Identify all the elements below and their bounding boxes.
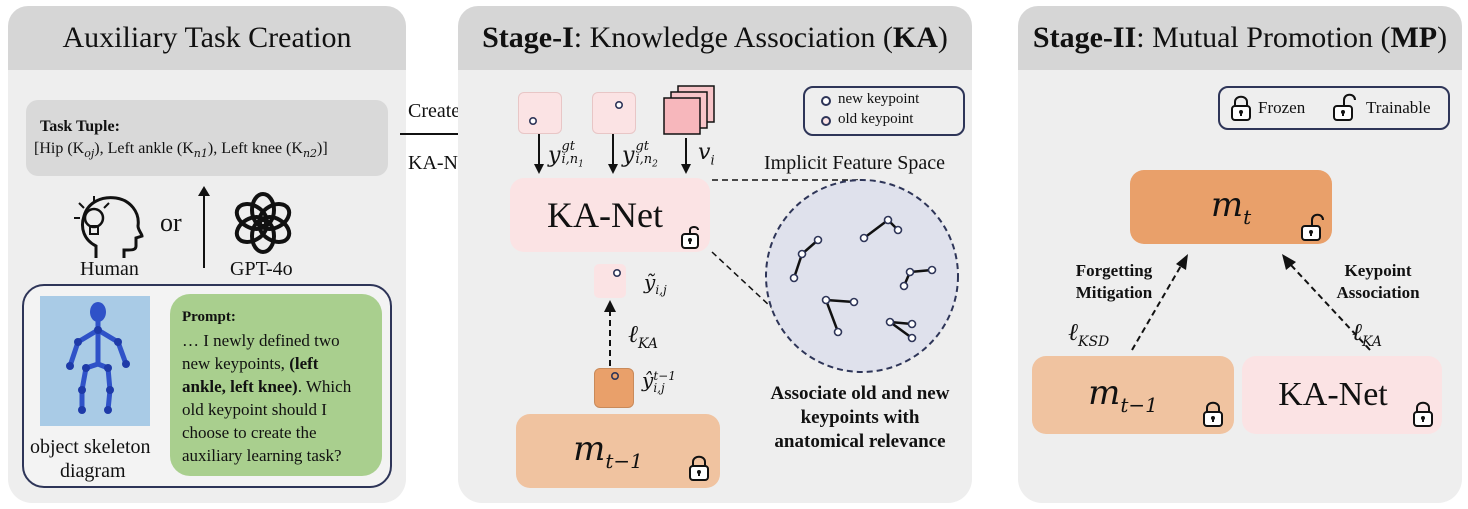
image-arrow (681, 138, 691, 174)
frozen-lock-icon (1231, 95, 1251, 121)
up-arrow (198, 186, 210, 268)
forgetting-mitigation-label: Forgetting Mitigation (1075, 261, 1153, 302)
model-prev-label: mt−1 (573, 429, 643, 473)
gt-heatmap-n1 (518, 92, 562, 134)
trainable-unlock-icon (1333, 93, 1356, 121)
skeleton-figure-icon (66, 302, 130, 414)
old-keypoint-marker-icon (821, 116, 831, 126)
unlock-icon (681, 226, 699, 249)
keypoint-association-label: Keypoint Association (1336, 261, 1420, 302)
trainable-label: Trainable (1366, 98, 1431, 117)
kanet-box: KA-Net (510, 178, 710, 252)
task-tuple-title: Task Tuple: (40, 118, 120, 135)
legend-new-keypoint: new keypoint (838, 91, 920, 107)
lock-icon (689, 455, 709, 481)
frozen-label: Frozen (1258, 98, 1306, 117)
stage2-arrows (1131, 254, 1371, 351)
kanet-box-2: KA-Net (1242, 356, 1442, 434)
old-heatmap-dot-icon (610, 371, 620, 381)
implicit-feature-space (765, 179, 959, 373)
prompt-box (170, 294, 382, 476)
or-label: or (160, 208, 182, 237)
pred-heatmap-dot-icon (612, 268, 622, 278)
model-prev-box: mt−1 (516, 414, 720, 488)
label-loss-ksd: ℓKSD (1068, 318, 1110, 350)
model-prev-label-2: mt−1 (1088, 373, 1158, 417)
gt-n2-arrow (608, 134, 618, 174)
human-label: Human (80, 258, 139, 280)
label-loss-ka-2: ℓKA (1352, 318, 1383, 350)
model-current-unlock-icon (1301, 213, 1324, 241)
panel-auxiliary-task-title: Auxiliary Task Creation (8, 6, 406, 70)
label-loss-ka: ℓKA (628, 320, 659, 352)
gt-heatmap-n2-dot-icon (614, 100, 624, 110)
image-stack-icon (663, 85, 715, 135)
human-head-icon (74, 196, 144, 258)
new-keypoint-marker-icon (821, 96, 831, 106)
skeleton-label-2: diagram (60, 460, 126, 482)
gt-heatmap-n1-dot-icon (528, 116, 538, 126)
legend-old-keypoint: old keypoint (838, 111, 914, 127)
model-current-label: mt (1210, 185, 1252, 229)
skeleton-label-1: object skeleton (30, 436, 151, 458)
loss-ka-arrow (604, 300, 616, 366)
model-prev-box-2: mt−1 (1032, 356, 1234, 434)
kanet-lock-icon (1413, 401, 1433, 427)
keypoint-legend (803, 86, 965, 136)
panel-stage-1-title: Stage-I: Knowledge Association (KA) (458, 6, 972, 70)
associate-text: Associate old and new keypoints with ana… (770, 383, 950, 452)
task-tuple-box (26, 100, 388, 176)
openai-logo-icon (234, 192, 292, 254)
label-y-tilde: ỹi,j (644, 270, 667, 297)
create-kanet-label: KA-Net (408, 152, 473, 174)
create-label: Create (408, 100, 461, 122)
pred-heatmap (594, 264, 626, 298)
model-prev-lock-icon (1203, 401, 1223, 427)
gpt-label: GPT-4o (230, 258, 293, 280)
prompt-text: Prompt: … I newly defined two new keypoi… (182, 309, 352, 465)
model-current-box: mt (1130, 170, 1332, 244)
task-tuple-text: [Hip (Koj), Left ankle (Kn1), Left knee … (34, 140, 328, 161)
implicit-feature-space-label: Implicit Feature Space (764, 152, 946, 174)
gt-heatmap-n2 (592, 92, 636, 134)
gt-n1-arrow (534, 134, 544, 174)
kanet-box-2-label: KA-Net (1278, 376, 1388, 413)
panel-stage-2-title: Stage-II: Mutual Promotion (MP) (1018, 6, 1462, 70)
kanet-box-label: KA-Net (547, 195, 663, 235)
label-v-i: vi (698, 140, 715, 169)
